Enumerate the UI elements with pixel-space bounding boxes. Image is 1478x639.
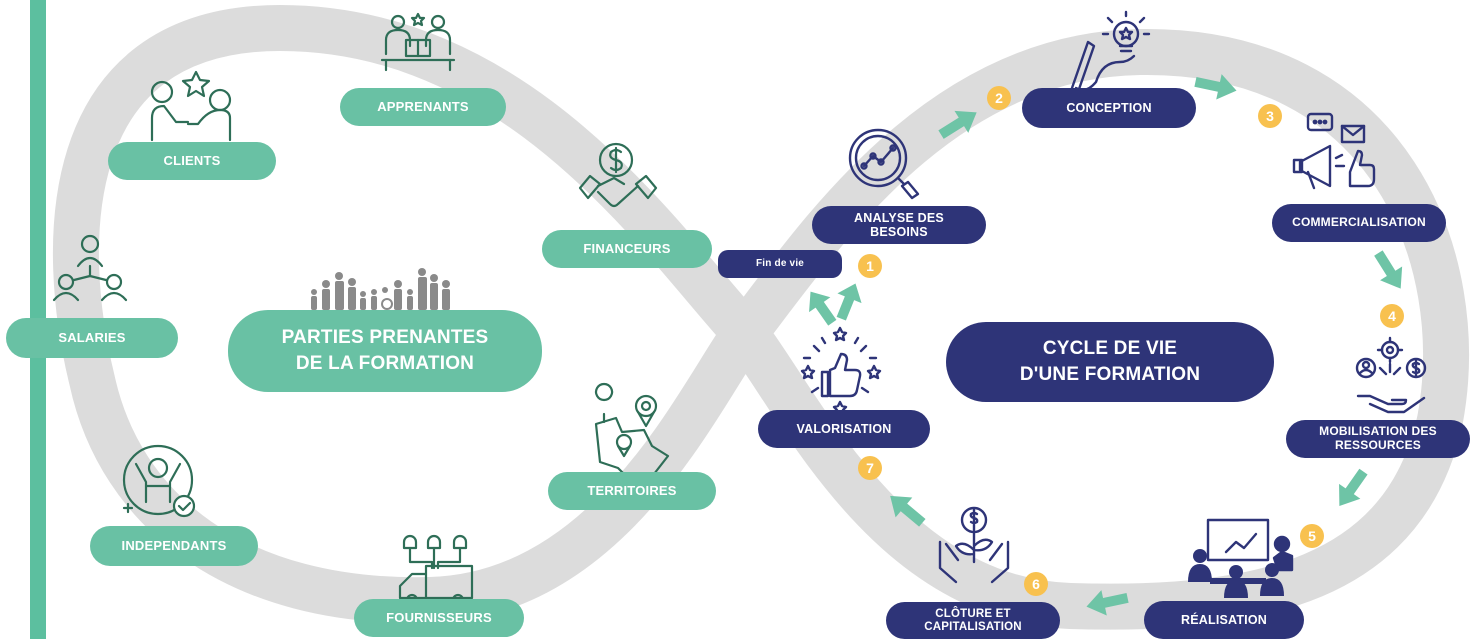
supplier-truck-icon [398,534,474,607]
title-cycle-line2: D'UNE FORMATION [1019,364,1201,385]
pill-fournisseurs: FOURNISSEURS [354,599,524,637]
cloture-line2: CAPITALISATION [924,621,1022,634]
funders-handshake-icon [578,142,658,208]
title-parties-prenantes: PARTIES PRENANTES DE LA FORMATION [228,310,542,392]
pill-valorisation: VALORISATION [758,410,930,448]
money-plant-icon [938,506,1010,584]
thumbs-up-stars-icon [800,326,882,416]
step-number-4: 4 [1380,304,1404,328]
meeting-people-icon [1188,549,1284,598]
title-cycle-line1: CYCLE DE VIE [1042,338,1178,360]
arrow-5-6 [1086,590,1129,616]
step-number-3: 3 [1258,104,1282,128]
pill-clients: CLIENTS [108,142,276,180]
analyse-line2: BESOINS [870,225,928,239]
cloture-line1: CLÔTURE ET [935,608,1011,620]
pill-independants: INDEPENDANTS [90,526,258,566]
arrow-to-fin-de-vie [809,291,837,326]
independent-person-icon [122,444,196,518]
mobilisation-line1: MOBILISATION DES [1319,424,1437,439]
arrow-2-3 [1194,74,1237,100]
step-number-1: 1 [858,254,882,278]
mobilisation-line2: RESSOURCES [1334,438,1422,452]
territory-map-icon [594,382,670,482]
step-number-6: 6 [1024,572,1048,596]
pill-analyse-besoins: ANALYSE DES BESOINS [812,206,986,244]
title-cycle-de-vie: CYCLE DE VIE D'UNE FORMATION [946,322,1274,402]
meeting-presentation-icon [1206,518,1294,572]
arrow-to-analyse [836,283,862,321]
resources-hand-icon [1355,336,1427,414]
pill-mobilisation-ressources: MOBILISATION DES RESSOURCES [1286,420,1470,458]
step-number-7: 7 [858,456,882,480]
pill-salaries: SALARIES [6,318,178,358]
step-number-5: 5 [1300,524,1324,548]
pill-territoires: TERRITOIRES [548,472,716,510]
learners-icon [380,12,456,72]
pill-cloture-capitalisation: CLÔTURE ET CAPITALISATION [886,602,1060,639]
pill-fin-de-vie: Fin de vie [718,250,842,278]
pill-commercialisation: COMMERCIALISATION [1272,204,1446,242]
title-parties-line1: PARTIES PRENANTES [281,327,489,349]
pill-conception: CONCEPTION [1022,88,1196,128]
analyse-line1: ANALYSE DES [854,210,944,225]
analysis-magnifier-icon [848,128,920,200]
employees-network-icon [52,234,128,302]
arrow-1-2 [938,110,977,139]
title-parties-line2: DE LA FORMATION [295,353,475,374]
pill-realisation: RÉALISATION [1144,601,1304,639]
arrow-3-4 [1374,250,1403,289]
arrow-6-7 [890,495,926,527]
cycle-arrows [809,74,1403,616]
arrow-4-5 [1339,468,1368,507]
step-number-2: 2 [987,86,1011,110]
pill-financeurs: FINANCEURS [542,230,712,268]
family-group-icon [311,268,450,310]
clients-handshake-icon [150,70,232,142]
megaphone-icon [1292,112,1376,190]
pill-apprenants: APPRENANTS [340,88,506,126]
